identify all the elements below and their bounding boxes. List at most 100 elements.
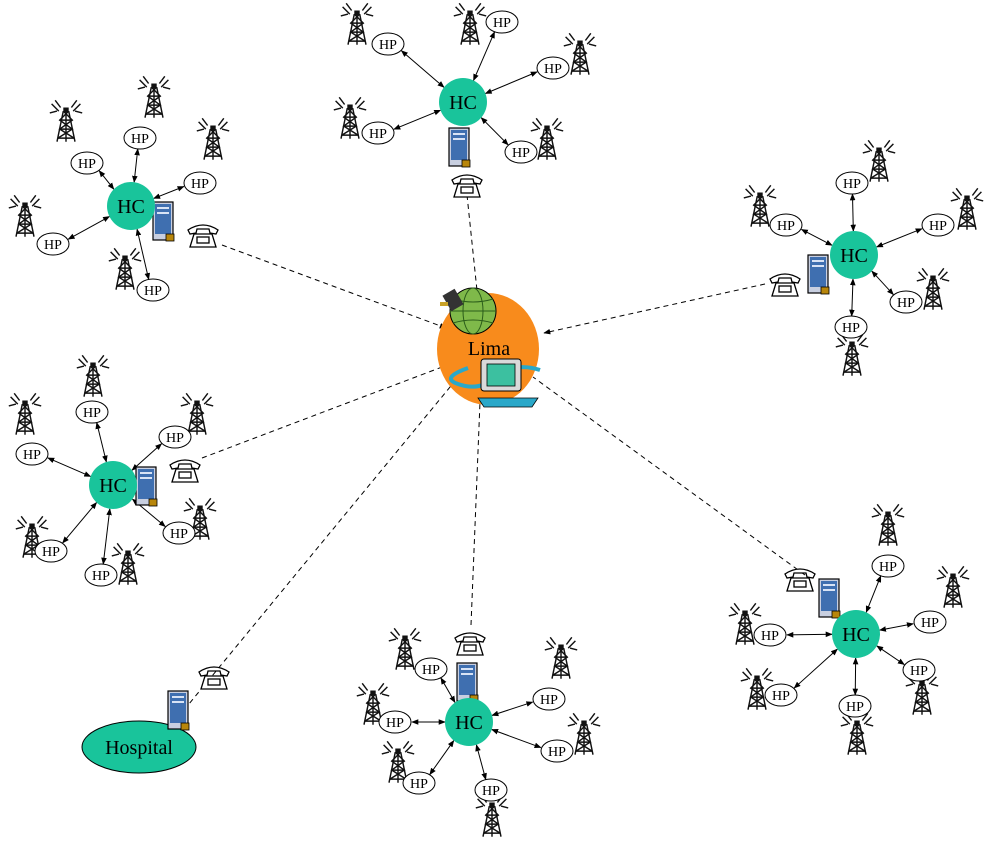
health-post-ellipse: [162, 521, 196, 545]
health-post-node: HP: [414, 657, 448, 681]
radio-tower-icon: [49, 99, 83, 143]
health-post-label: HP: [548, 745, 566, 760]
radio-tower-icon: [544, 636, 578, 680]
hub-post-link: [876, 645, 905, 665]
radio-tower-icon: [333, 96, 367, 140]
radio-tower-icon: [76, 354, 110, 398]
telephone-icon: [451, 174, 483, 198]
telephone-icon: [454, 632, 486, 656]
health-center-label: HC: [455, 712, 483, 734]
health-post-ellipse: [183, 171, 217, 195]
radio-tower-icon: [196, 117, 230, 161]
health-post-label: HP: [846, 700, 864, 715]
health-post-label: HP: [23, 448, 41, 463]
computer-icon: [448, 358, 541, 408]
computer-tower-icon: [135, 466, 158, 507]
health-post-label: HP: [921, 616, 939, 631]
health-post-node: HP: [913, 610, 947, 634]
radio-tower-icon: [108, 247, 142, 291]
hub-post-link: [393, 109, 442, 130]
telephone-icon: [187, 224, 219, 248]
link-hub-northwest: [221, 244, 447, 329]
health-post-label: HP: [170, 527, 188, 542]
health-post-ellipse: [536, 56, 570, 80]
health-post-node: HP: [36, 232, 70, 256]
health-post-node: HP: [834, 315, 868, 339]
hub-post-link: [849, 193, 856, 232]
health-post-ellipse: [84, 563, 118, 587]
health-post-node: HP: [835, 171, 869, 195]
radio-tower-icon: [453, 2, 487, 46]
hub-post-link: [400, 50, 445, 88]
health-post-label: HP: [493, 16, 511, 31]
health-post-ellipse: [764, 683, 798, 707]
health-post-node: HP: [921, 213, 955, 237]
health-center-label: HC: [117, 196, 145, 218]
telephone-icon: [169, 459, 201, 483]
radio-tower-icon: [936, 565, 970, 609]
health-post-ellipse: [75, 400, 109, 424]
hub-post-link: [153, 186, 185, 199]
health-post-node: HP: [474, 778, 508, 802]
central-node-lima: Lima: [437, 287, 541, 408]
health-post-node: HP: [485, 10, 519, 34]
telephone-icon: [769, 273, 801, 297]
hub-post-link: [95, 421, 108, 463]
hub-post-link: [849, 278, 856, 317]
link-hospital: [183, 380, 456, 711]
health-post-node: HP: [769, 213, 803, 237]
globe-icon: [440, 287, 497, 335]
health-center-circle: [89, 461, 137, 509]
health-post-ellipse: [504, 140, 538, 164]
hospital-node: Hospital: [81, 666, 230, 774]
health-post-label: HP: [78, 157, 96, 172]
radio-tower-icon: [340, 2, 374, 46]
health-post-ellipse: [532, 687, 566, 711]
health-post-label: HP: [42, 545, 60, 560]
health-post-node: HP: [75, 400, 109, 424]
health-post-node: HP: [889, 290, 923, 314]
hub-post-link: [871, 270, 894, 296]
health-post-label: HP: [910, 664, 928, 679]
health-post-ellipse: [474, 778, 508, 802]
radio-tower-icon: [8, 194, 42, 238]
hub-post-link: [865, 575, 882, 613]
health-post-ellipse: [136, 278, 170, 302]
health-post-node: HP: [902, 658, 936, 682]
hub-post-link: [47, 457, 92, 477]
health-post-label: HP: [897, 296, 915, 311]
health-post-label: HP: [166, 431, 184, 446]
health-post-node: HP: [15, 442, 49, 466]
health-post-ellipse: [838, 694, 872, 718]
health-post-label: HP: [386, 716, 404, 731]
health-post-label: HP: [191, 177, 209, 192]
health-center-node: HC: [832, 610, 880, 658]
health-post-node: HP: [136, 278, 170, 302]
health-post-ellipse: [414, 657, 448, 681]
health-post-node: HP: [540, 739, 574, 763]
health-post-ellipse: [70, 151, 104, 175]
health-post-node: HP: [532, 687, 566, 711]
health-post-ellipse: [835, 171, 869, 195]
health-post-label: HP: [929, 219, 947, 234]
health-post-label: HP: [512, 146, 530, 161]
health-post-label: HP: [92, 569, 110, 584]
health-post-label: HP: [144, 284, 162, 299]
health-center-label: HC: [840, 245, 868, 267]
hub-post-link: [800, 228, 833, 246]
health-post-node: HP: [753, 623, 787, 647]
health-post-ellipse: [921, 213, 955, 237]
hub-post-link: [98, 170, 115, 190]
health-center-circle: [439, 78, 487, 126]
hub-post-link: [429, 739, 455, 776]
link-hub-southeast: [532, 376, 806, 576]
hub-post-link: [440, 677, 456, 704]
hub-post-link: [491, 729, 542, 749]
health-post-ellipse: [753, 623, 787, 647]
health-center-cluster-east: HP HP HP HP HP HC: [743, 139, 984, 377]
health-post-ellipse: [378, 710, 412, 734]
health-post-node: HP: [764, 683, 798, 707]
health-center-node: HC: [830, 231, 878, 279]
